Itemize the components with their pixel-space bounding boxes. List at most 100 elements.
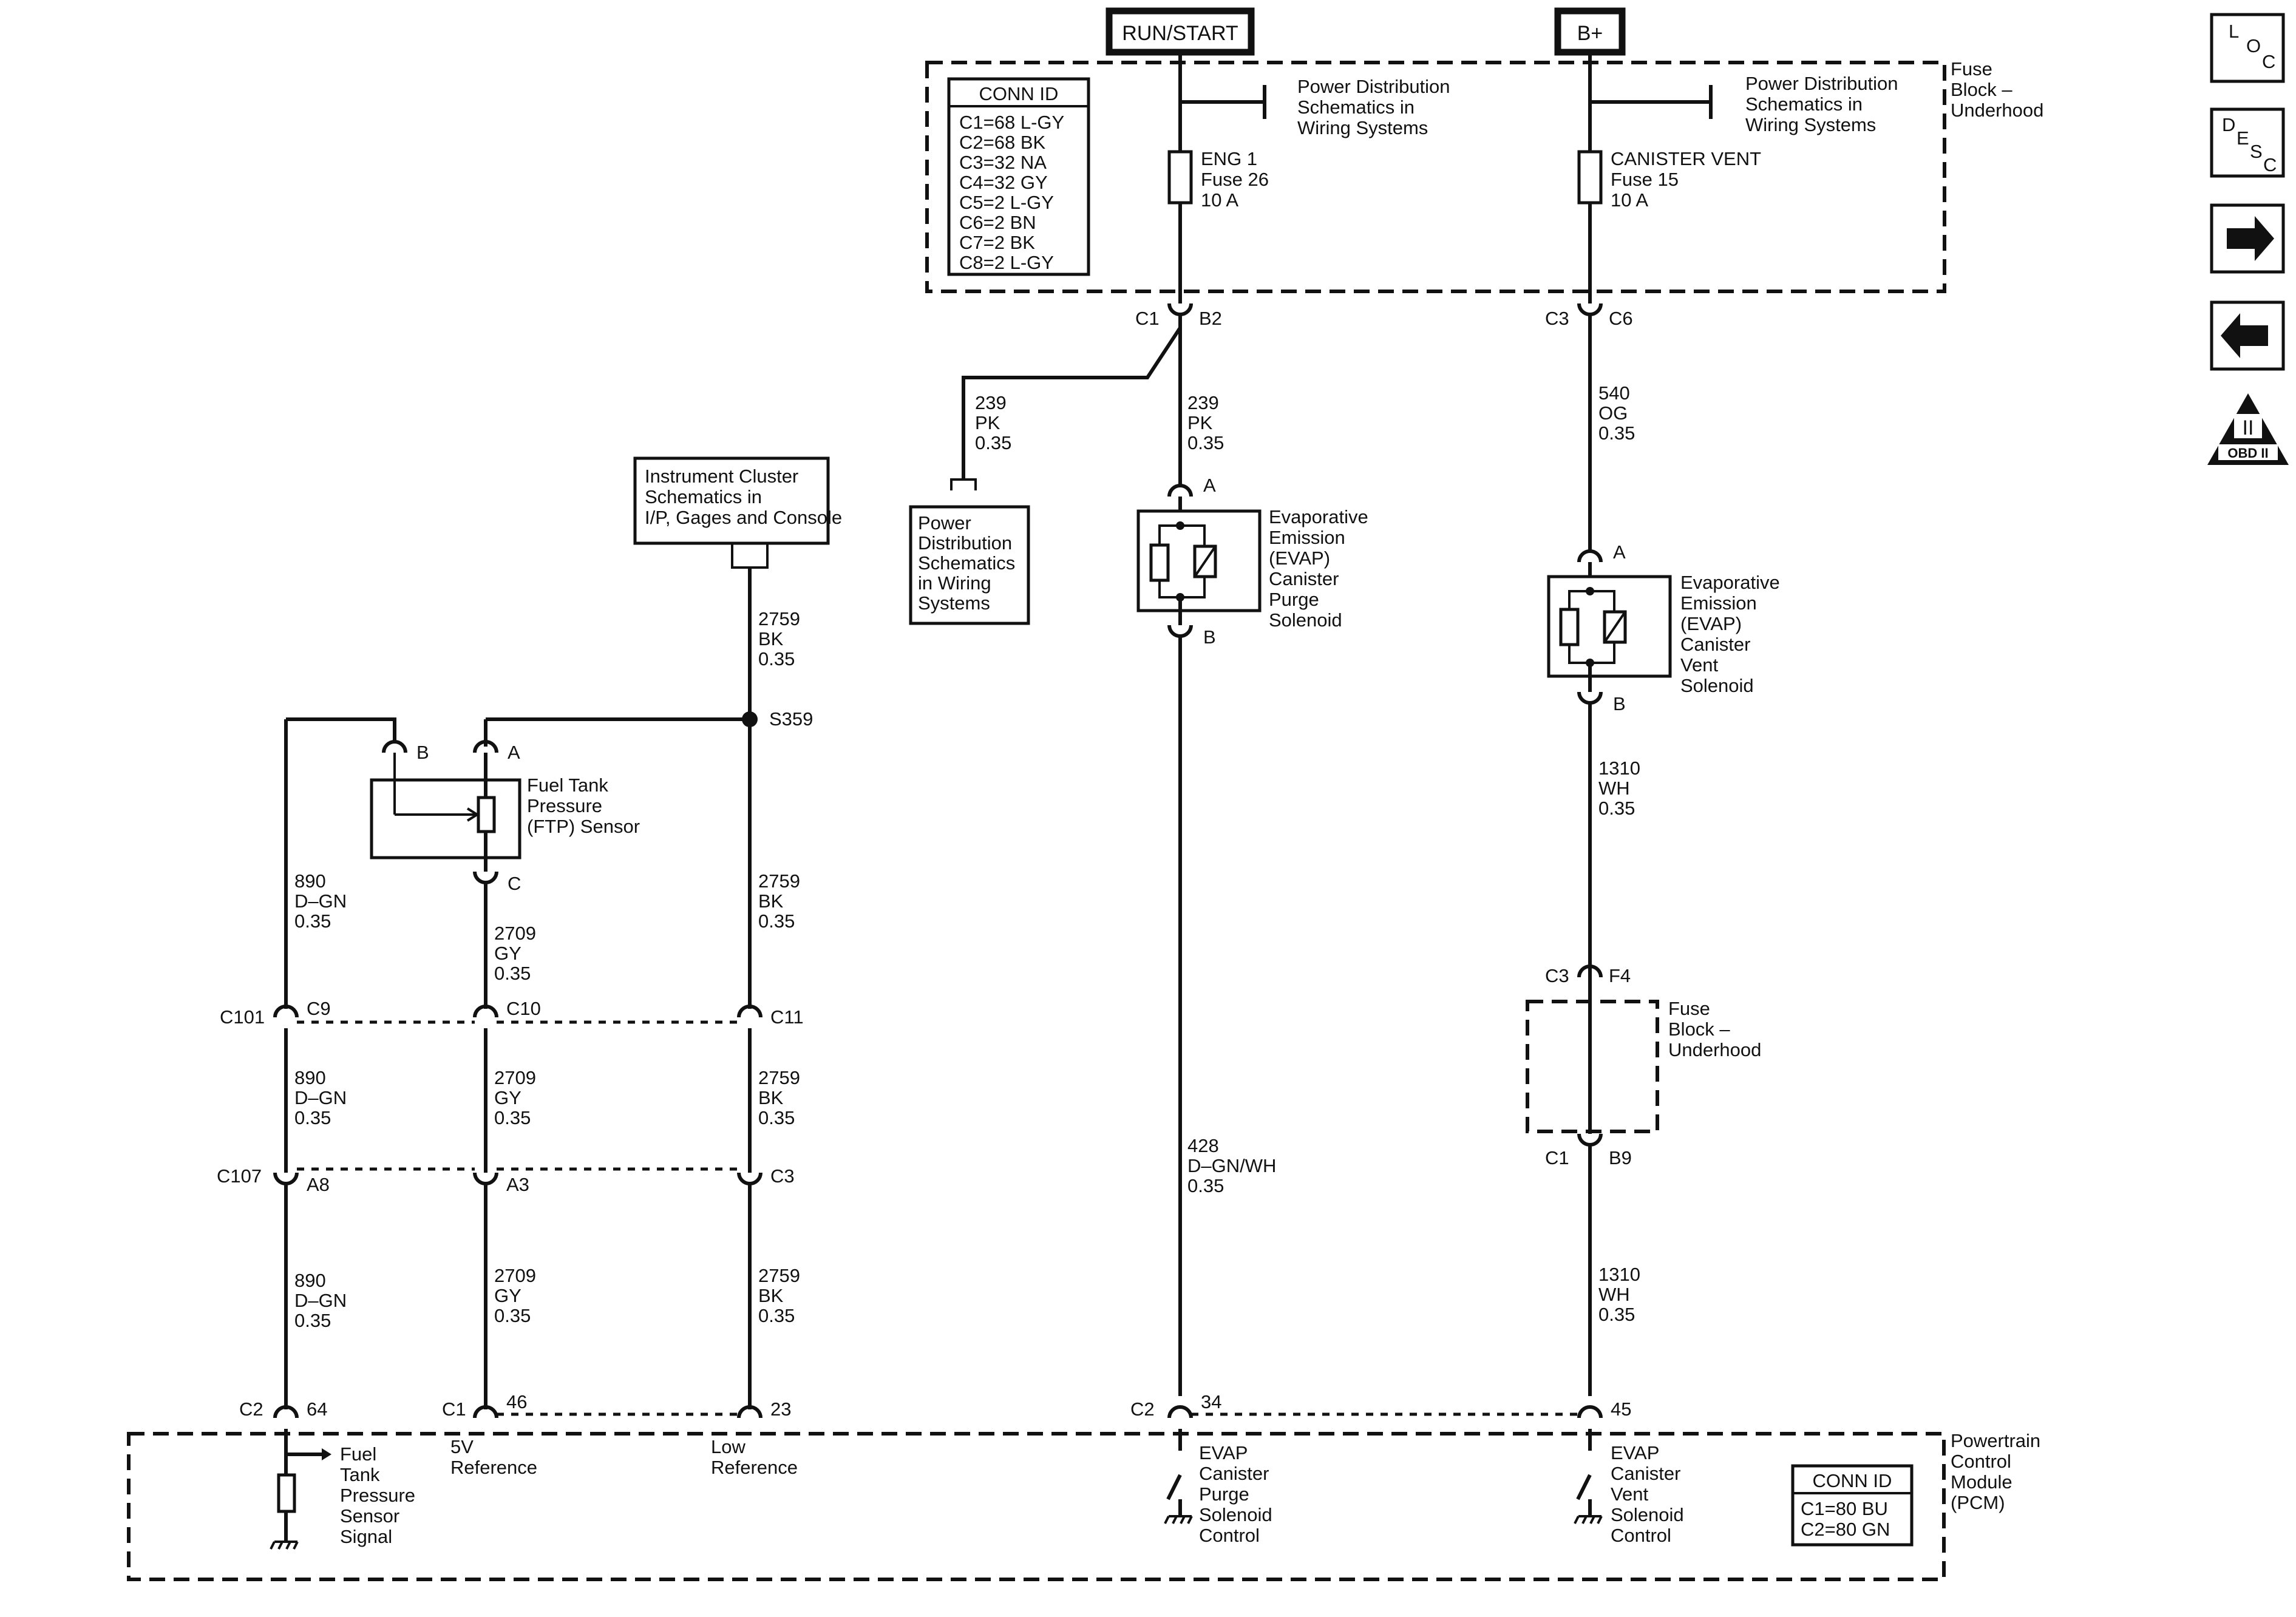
- svg-text:64: 64: [307, 1398, 327, 1420]
- svg-text:Canister: Canister: [1611, 1463, 1680, 1484]
- svg-text:BK: BK: [758, 890, 784, 912]
- svg-text:Solenoid: Solenoid: [1199, 1504, 1272, 1525]
- next-button[interactable]: [2210, 203, 2285, 274]
- svg-text:Solenoid: Solenoid: [1611, 1504, 1684, 1525]
- previous-button[interactable]: [2210, 300, 2285, 371]
- conn-id-table-pcm: CONN ID C1=80 BU C2=80 GN: [1791, 1464, 1914, 1547]
- svg-text:Emission: Emission: [1269, 527, 1345, 548]
- svg-text:1310: 1310: [1598, 1264, 1640, 1285]
- svg-text:C6=2 BN: C6=2 BN: [959, 212, 1036, 233]
- description-button[interactable]: D E S C: [2210, 107, 2285, 178]
- svg-text:0.35: 0.35: [1598, 1304, 1635, 1325]
- svg-text:C1: C1: [1545, 1147, 1569, 1168]
- svg-text:ENG 1: ENG 1: [1201, 148, 1257, 169]
- svg-text:D–GN: D–GN: [294, 890, 347, 912]
- svg-text:Fuse: Fuse: [1951, 58, 1992, 80]
- wire-428-label: 428 D–GN/WH 0.35: [1187, 1135, 1276, 1196]
- svg-text:Signal: Signal: [340, 1526, 392, 1547]
- svg-text:WH: WH: [1598, 1284, 1630, 1305]
- instrument-cluster-box: Instrument Cluster Schematics in I/P, Ga…: [633, 456, 842, 719]
- svg-text:D: D: [2222, 114, 2235, 135]
- svg-text:0.35: 0.35: [758, 1107, 795, 1128]
- svg-text:890: 890: [294, 870, 326, 892]
- eng1-fuse-circuit: [1167, 52, 1266, 303]
- wire-239-label-right: 239 PK 0.35: [1187, 392, 1224, 453]
- svg-text:Power Distribution: Power Distribution: [1297, 76, 1450, 97]
- svg-text:2759: 2759: [758, 1067, 800, 1088]
- svg-text:Wiring Systems: Wiring Systems: [1297, 117, 1428, 138]
- svg-text:C: C: [2263, 154, 2277, 175]
- svg-text:2709: 2709: [494, 923, 536, 944]
- svg-text:Canister: Canister: [1199, 1463, 1269, 1484]
- svg-text:B: B: [1613, 693, 1626, 714]
- svg-text:Systems: Systems: [918, 592, 990, 614]
- obd-ii-button[interactable]: II OBD II: [2207, 393, 2289, 465]
- svg-text:45: 45: [1611, 1398, 1631, 1420]
- ftp-sensor: B A C Fuel Tank Pressure (FTP) Sensor: [370, 719, 640, 1009]
- svg-text:EVAP: EVAP: [1199, 1442, 1248, 1463]
- wire-2709-label-3: 2709 GY 0.35: [494, 1265, 536, 1326]
- svg-text:GY: GY: [494, 1087, 521, 1108]
- svg-text:Schematics in: Schematics in: [645, 486, 762, 507]
- svg-text:0.35: 0.35: [758, 1305, 795, 1326]
- svg-text:0.35: 0.35: [758, 648, 795, 670]
- svg-text:C6: C6: [1609, 308, 1633, 329]
- svg-text:C5=2 L-GY: C5=2 L-GY: [959, 192, 1054, 213]
- svg-text:2709: 2709: [494, 1067, 536, 1088]
- fuse-block-underhood-outline: [925, 61, 1946, 293]
- pcm-outline: [127, 1432, 1946, 1581]
- svg-text:(EVAP): (EVAP): [1680, 613, 1742, 634]
- svg-text:Schematics: Schematics: [918, 552, 1015, 574]
- svg-text:Purge: Purge: [1199, 1483, 1249, 1505]
- svg-text:I/P, Gages and Console: I/P, Gages and Console: [645, 507, 842, 528]
- evap-vent-solenoid: A B Evaporative Emission (EVAP) Canister…: [1547, 541, 1780, 977]
- b-plus-label: B+: [1554, 7, 1626, 56]
- svg-text:Fuse 15: Fuse 15: [1611, 169, 1679, 190]
- svg-text:C2=80 GN: C2=80 GN: [1801, 1519, 1890, 1540]
- svg-text:C1: C1: [1135, 308, 1160, 329]
- svg-text:Control: Control: [1951, 1451, 2011, 1472]
- svg-text:Evaporative: Evaporative: [1269, 506, 1368, 527]
- svg-text:0.35: 0.35: [494, 963, 531, 984]
- svg-text:C2: C2: [1130, 1398, 1155, 1420]
- wire-239-label-left: 239 PK 0.35: [975, 392, 1011, 453]
- fuse-block-mid-label: Fuse Block – Underhood: [1668, 998, 1761, 1060]
- wire-1310-label-upper: 1310 WH 0.35: [1598, 758, 1640, 819]
- svg-text:C: C: [508, 873, 521, 894]
- svg-text:2759: 2759: [758, 870, 800, 892]
- svg-text:Vent: Vent: [1611, 1483, 1648, 1505]
- svg-text:D–GN: D–GN: [294, 1290, 347, 1311]
- svg-text:C2: C2: [239, 1398, 263, 1420]
- svg-text:23: 23: [770, 1398, 791, 1420]
- svg-text:C1=68 L-GY: C1=68 L-GY: [959, 112, 1064, 133]
- svg-text:Powertrain: Powertrain: [1951, 1430, 2040, 1451]
- svg-text:0.35: 0.35: [1187, 1175, 1224, 1196]
- svg-text:C10: C10: [506, 998, 541, 1019]
- svg-text:Schematics in: Schematics in: [1745, 93, 1863, 115]
- svg-text:BK: BK: [758, 1087, 784, 1108]
- svg-text:BK: BK: [758, 1285, 784, 1306]
- svg-text:Purge: Purge: [1269, 589, 1319, 610]
- fuse-eng1-label: ENG 1 Fuse 26 10 A: [1201, 148, 1269, 211]
- wire-890-label-1: 890 D–GN 0.35: [294, 870, 347, 932]
- svg-text:L: L: [2229, 21, 2239, 42]
- svg-text:OBD II: OBD II: [2227, 446, 2268, 461]
- pcm-connector-row: C2 64 C1 46 23 C2 34 45: [239, 1391, 1631, 1420]
- svg-text:540: 540: [1598, 382, 1630, 404]
- svg-text:F4: F4: [1609, 965, 1631, 986]
- svg-text:0.35: 0.35: [1598, 422, 1635, 444]
- wire-1310-label-lower: 1310 WH 0.35: [1598, 1264, 1640, 1325]
- svg-text:34: 34: [1201, 1391, 1221, 1412]
- svg-text:in Wiring: in Wiring: [918, 572, 991, 594]
- svg-text:C3: C3: [1545, 965, 1569, 986]
- wire-239-branch: [962, 327, 1182, 480]
- location-button[interactable]: L O C: [2210, 13, 2285, 83]
- svg-text:0.35: 0.35: [294, 910, 331, 932]
- svg-text:1310: 1310: [1598, 758, 1640, 779]
- connector-c1-b9: C1 B9: [1545, 1133, 1632, 1396]
- svg-text:2759: 2759: [758, 1265, 800, 1286]
- svg-text:0.35: 0.35: [294, 1107, 331, 1128]
- svg-text:0.35: 0.35: [975, 432, 1011, 453]
- svg-text:890: 890: [294, 1270, 326, 1291]
